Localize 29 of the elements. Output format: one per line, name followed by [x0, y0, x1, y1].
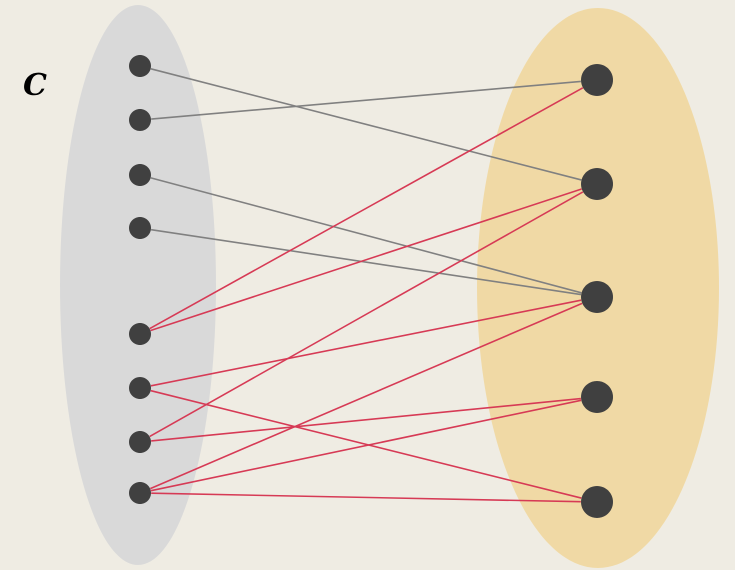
dot [129, 109, 151, 131]
dot [129, 217, 151, 239]
dot [129, 323, 151, 345]
connector-line [151, 492, 581, 502]
dot [581, 64, 613, 96]
dot [581, 168, 613, 200]
connector-line [150, 302, 582, 490]
ellipse-region [477, 8, 719, 568]
dot [581, 281, 613, 313]
connector-line [150, 188, 582, 332]
connector-line [150, 228, 582, 296]
dot [129, 55, 151, 77]
connector-line [150, 177, 582, 294]
connector-line [150, 299, 582, 387]
dot [129, 377, 151, 399]
ellipse-region [60, 5, 216, 565]
dot [581, 486, 613, 518]
connector-line [149, 191, 584, 438]
set-label: C [24, 72, 47, 96]
connector-line [149, 87, 584, 330]
connector-line [150, 400, 582, 492]
connector-line [151, 398, 581, 442]
dot [129, 482, 151, 504]
connector-line [150, 68, 582, 181]
dot [129, 431, 151, 453]
connector-line [150, 390, 582, 499]
dot [129, 164, 151, 186]
dot [581, 381, 613, 413]
connector-line [151, 80, 581, 120]
